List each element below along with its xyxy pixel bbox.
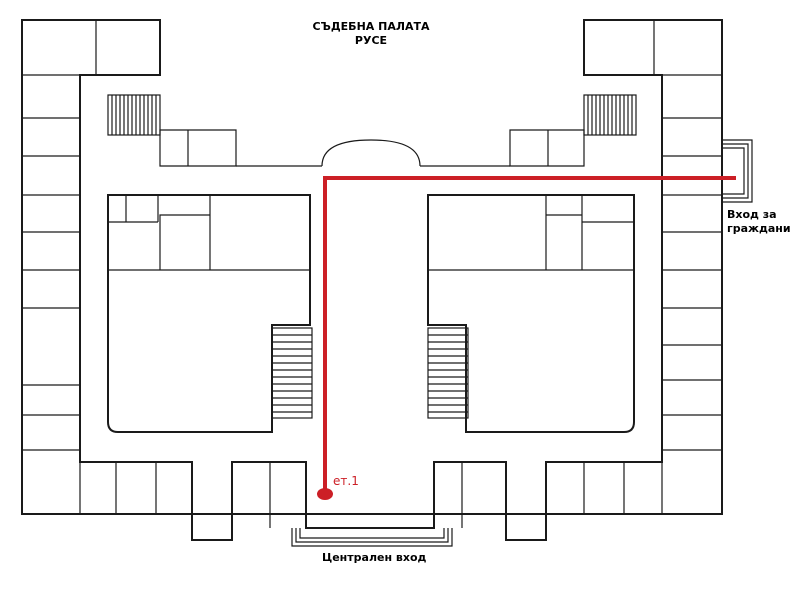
top-inner-rooms	[159, 129, 585, 167]
building-title: СЪДЕБНА ПАЛАТА РУСЕ	[300, 20, 442, 48]
route-to-floor-1	[317, 176, 736, 500]
stairs-left-courtyard	[271, 327, 313, 419]
side-entrance-label-line-1: Вход за	[727, 208, 777, 221]
floor-label: ет.1	[333, 474, 359, 488]
main-entrance-steps	[291, 528, 453, 547]
right-wing-rooms	[545, 20, 722, 514]
side-entrance-label-line-2: граждани	[727, 222, 791, 235]
outer-walls	[21, 19, 723, 541]
title-line-2: РУСЕ	[354, 34, 388, 47]
side-entrance-label: Вход за граждани	[727, 208, 799, 236]
left-courtyard-block	[107, 194, 311, 433]
right-courtyard-block	[427, 194, 635, 433]
title-line-1: СЪДЕБНА ПАЛАТА	[312, 20, 430, 33]
stairs-right-courtyard	[427, 327, 469, 419]
stairs-top-left	[107, 94, 161, 136]
destination-marker	[317, 488, 333, 500]
bottom-rooms	[269, 462, 463, 528]
main-entrance-label: Централен вход	[322, 551, 427, 564]
left-wing-rooms	[22, 20, 193, 514]
side-entrance-steps	[722, 139, 753, 203]
stairs-top-right	[583, 94, 637, 136]
